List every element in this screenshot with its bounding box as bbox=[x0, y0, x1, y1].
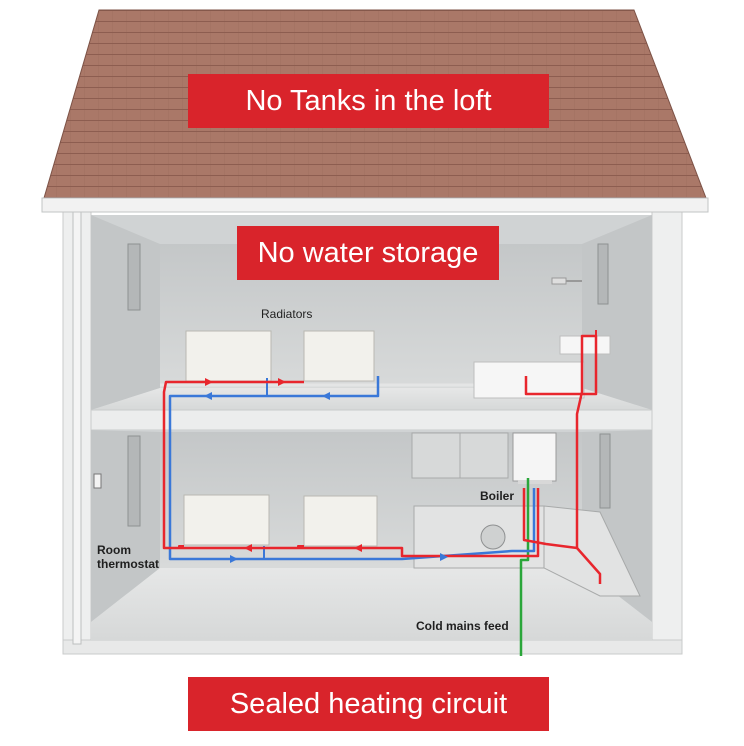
return-arrow bbox=[204, 392, 212, 400]
side-units bbox=[543, 505, 641, 597]
lower-floor bbox=[91, 568, 652, 640]
boiler-unit bbox=[512, 432, 557, 482]
boiler bbox=[512, 432, 557, 484]
outer-wall-right bbox=[651, 211, 683, 653]
flow-branch-radiator-lower-2 bbox=[297, 545, 304, 548]
fascia bbox=[41, 197, 709, 213]
hot-water-pipe bbox=[522, 334, 598, 550]
upper-left-window bbox=[127, 243, 141, 311]
shower-head bbox=[551, 277, 567, 285]
upper-right-window bbox=[597, 243, 609, 305]
room-thermostat-label-line1: Room bbox=[97, 543, 131, 557]
bathtub bbox=[473, 361, 585, 399]
return-arrow bbox=[440, 553, 448, 561]
lower-left-window bbox=[127, 435, 141, 527]
radiator-lower-2 bbox=[303, 495, 378, 547]
upper-right-wall bbox=[582, 215, 652, 410]
washing-machine-door bbox=[480, 524, 506, 550]
outer-base bbox=[62, 639, 683, 655]
upper-left-wall bbox=[91, 215, 160, 410]
lower-radiators bbox=[183, 494, 378, 547]
bathroom bbox=[473, 277, 611, 399]
basin bbox=[559, 335, 611, 355]
radiators-label: Radiators bbox=[261, 307, 313, 321]
upper-radiators bbox=[185, 330, 375, 382]
lower-right-window bbox=[599, 433, 611, 509]
flow-branch-radiator-lower bbox=[178, 545, 184, 548]
radiator-lower-1 bbox=[183, 494, 270, 546]
flow-arrow bbox=[244, 544, 252, 552]
kitchen bbox=[411, 432, 641, 597]
lower-left-wall bbox=[91, 430, 160, 622]
radiator-upper-2 bbox=[303, 330, 375, 382]
room-thermostat-label-line2: thermostat bbox=[97, 557, 160, 571]
radiator-upper-1 bbox=[185, 330, 272, 382]
banner-no-water-storage: No water storage bbox=[237, 226, 499, 280]
banner-no-tanks-in-loft: No Tanks in the loft bbox=[188, 74, 549, 128]
downpipe bbox=[72, 207, 82, 645]
floor-slab bbox=[90, 409, 653, 431]
pipework bbox=[162, 330, 602, 656]
flow-arrow bbox=[205, 378, 213, 386]
return-arrow bbox=[230, 555, 238, 563]
room-thermostat-device bbox=[93, 473, 102, 489]
flow-arrow bbox=[354, 544, 362, 552]
cold-mains-feed-label: Cold mains feed bbox=[416, 619, 509, 633]
cold-mains-feed-pipe bbox=[519, 478, 530, 656]
return-pipe-upper bbox=[168, 376, 380, 548]
flow-arrow bbox=[278, 378, 286, 386]
return-arrow bbox=[322, 392, 330, 400]
boiler-label: Boiler bbox=[480, 489, 515, 503]
hot-water-to-kitchen bbox=[576, 547, 602, 584]
banner-sealed-heating-circuit: Sealed heating circuit bbox=[188, 677, 549, 731]
